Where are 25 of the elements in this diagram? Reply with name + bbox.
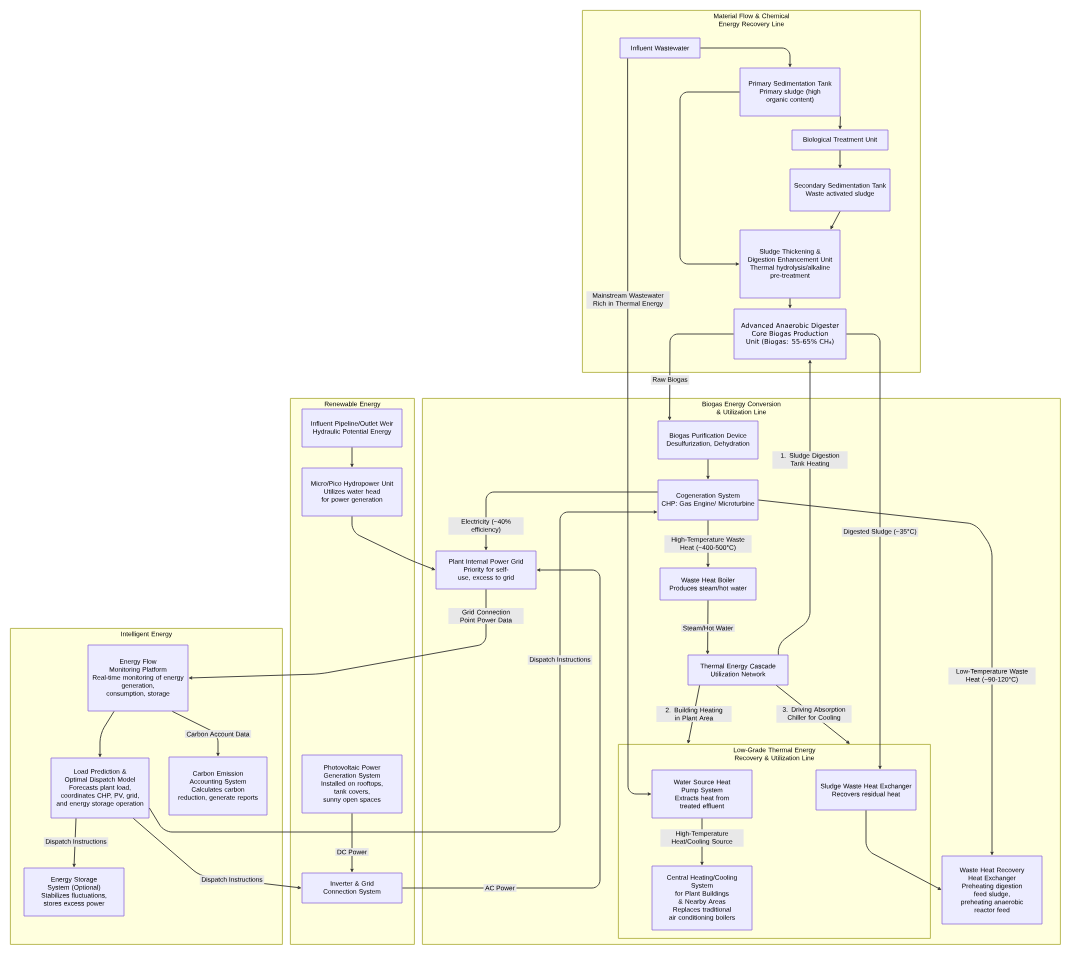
arrow bbox=[351, 515, 436, 571]
arrow bbox=[98, 710, 115, 758]
arrow bbox=[148, 510, 658, 833]
arrow bbox=[188, 588, 487, 680]
arrow bbox=[706, 599, 710, 655]
arrow bbox=[788, 297, 792, 309]
arrow bbox=[845, 333, 882, 770]
arrow bbox=[838, 149, 842, 169]
arrow bbox=[830, 210, 841, 230]
arrow bbox=[757, 499, 994, 856]
arrow bbox=[668, 333, 735, 421]
arrow bbox=[350, 812, 354, 873]
arrow bbox=[72, 817, 77, 868]
arrow bbox=[699, 47, 792, 68]
arrow bbox=[350, 446, 354, 468]
arrow bbox=[171, 710, 220, 757]
arrow bbox=[838, 115, 842, 130]
arrow bbox=[706, 458, 710, 480]
arrow bbox=[687, 684, 701, 744]
arrow bbox=[484, 491, 659, 551]
arrow bbox=[865, 809, 942, 890]
arrow bbox=[679, 91, 741, 266]
arrow bbox=[401, 568, 601, 889]
arrow bbox=[627, 57, 652, 796]
arrow bbox=[777, 359, 812, 656]
